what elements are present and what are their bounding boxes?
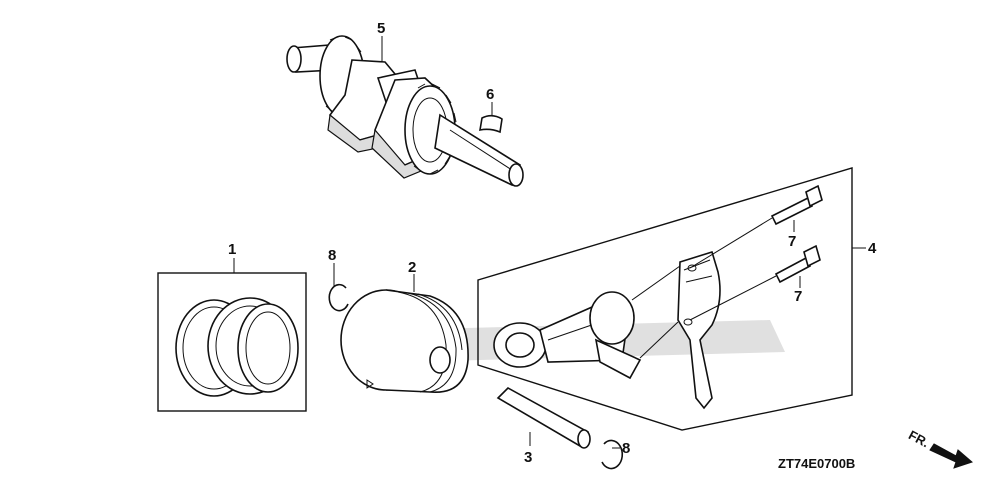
callout-3: 3 <box>524 449 532 466</box>
callout-4: 4 <box>868 240 877 257</box>
woodruff-key[interactable] <box>479 114 503 134</box>
piston-ring-box <box>157 272 307 412</box>
connecting-rod-cap[interactable] <box>677 250 721 410</box>
piston-pin[interactable] <box>496 387 591 449</box>
callout-7-lower: 7 <box>794 288 802 305</box>
piston-pin-clip-upper[interactable] <box>328 283 349 312</box>
callout-5: 5 <box>377 20 385 37</box>
piston-ring-set[interactable] <box>157 272 307 412</box>
front-direction-label: FR. <box>906 427 932 450</box>
front-direction-arrow: FR. <box>906 427 973 469</box>
callout-8-upper: 8 <box>328 247 336 264</box>
callout-1: 1 <box>228 241 236 258</box>
crankshaft[interactable] <box>286 35 524 187</box>
connecting-rod-bolt-lower[interactable] <box>774 244 821 284</box>
callout-7-upper: 7 <box>788 233 796 250</box>
leader-lines <box>233 36 866 449</box>
piston[interactable] <box>340 289 469 393</box>
connecting-rod-bolt-upper[interactable] <box>770 184 823 226</box>
piston-pin-clip-lower[interactable] <box>601 439 624 470</box>
callout-2: 2 <box>408 259 416 276</box>
connecting-rod-box <box>477 167 853 431</box>
callout-6: 6 <box>486 86 494 103</box>
connecting-rod[interactable] <box>493 291 642 380</box>
diagram-code: ZT74E0700B <box>778 456 855 471</box>
callout-8-lower: 8 <box>622 440 630 457</box>
assembly-guides <box>631 217 777 359</box>
